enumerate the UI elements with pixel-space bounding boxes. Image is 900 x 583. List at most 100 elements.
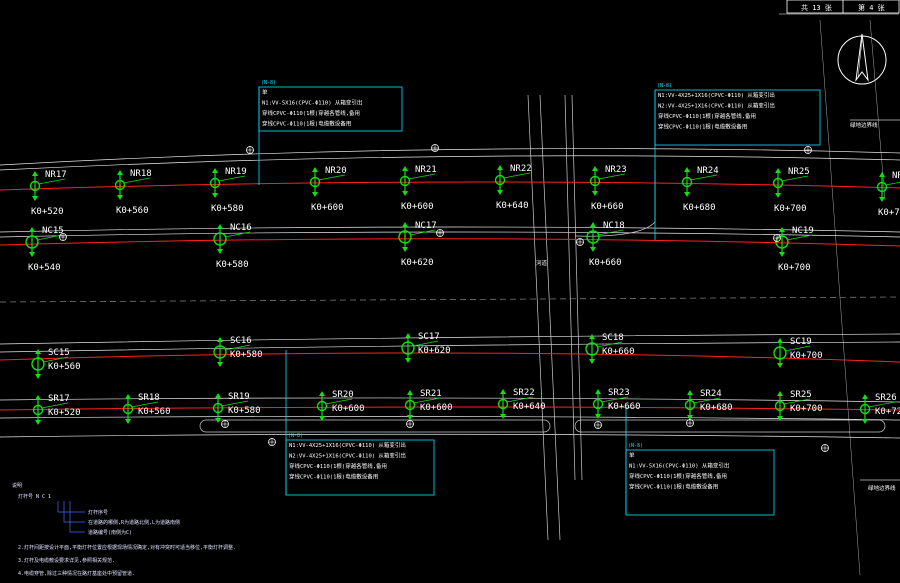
lamp-km: K0+680 [683,203,716,213]
manhole-icon [431,144,439,152]
lamp-id: NR25 [788,167,810,177]
arrow-up-icon [497,165,503,170]
lamp-circle-icon [775,235,789,249]
leader-line [868,401,896,408]
arrow-down-icon [29,252,35,257]
arrow-up-icon [592,166,598,171]
lamp-id: SR25 [790,390,812,400]
lamp-circle-icon [684,399,696,411]
leader-line [601,396,629,403]
lamp-circle-icon [592,398,604,410]
arrow-down-icon [777,363,783,368]
arrow-up-icon [312,167,318,172]
lamp-circle-icon [876,181,888,193]
manhole-icon [576,238,584,246]
lamp-km: K0+600 [332,404,365,414]
lamp-km: K0+680 [700,403,733,413]
lamp-km: K0+600 [401,202,434,212]
arrow-up-icon [402,222,408,227]
legend-symbol: 灯杆号 N C 1 [18,493,51,500]
lamp-id: SC15 [48,348,70,358]
arrow-down-icon [407,415,413,420]
callout-line: 穿线CPVC-Φ110(1根)穿越各管线,备用 [629,472,727,480]
callout-frames [258,86,821,516]
arrow-up-icon [775,168,781,173]
arrow-up-icon [589,334,595,339]
arrow-down-icon [592,191,598,196]
leader-line [38,178,66,185]
arrow-down-icon [595,414,601,419]
lamp-circle-icon [213,345,227,359]
lamp-km: K0+520 [31,207,64,217]
callout-line: 单 [629,451,635,459]
leader-line [885,181,900,186]
lamp-id: SR19 [228,392,250,402]
legend-note: 2.灯杆间距按设计平面,平衡灯杆位置应根据现场情况确定,对有冲突时可适当移位,平… [18,544,236,551]
callout-line: 穿线CPVC-Φ110(1根)电缆敷设备用 [658,123,747,131]
lamp-km: K0+560 [48,362,81,372]
lamp-circle-icon [316,400,328,412]
leader-line [42,356,69,363]
arrow-up-icon [215,393,221,398]
arrow-up-icon [402,166,408,171]
leader-line [318,174,346,181]
leader-line [221,400,249,407]
lamp-circle-icon [212,402,224,414]
legend-entry: 道路编号(南侧为C) [88,529,132,536]
arrow-down-icon [32,196,38,201]
lamp-km: K0+560 [116,206,149,216]
leader-line [598,173,626,180]
lamp-circle-icon [309,176,321,188]
arrow-down-icon [35,374,41,379]
river-label: 河道 [536,259,548,267]
lamp-km: K0+660 [591,202,624,212]
arrow-up-icon [407,390,413,395]
lamp-id: SC19 [790,337,812,347]
arrow-down-icon [500,414,506,419]
lamp-circle-icon [32,404,44,416]
leader-line [413,397,441,404]
road-label: 绿地边界线 [868,484,896,492]
arrow-up-icon [125,394,131,399]
lamp-circle-icon [681,176,693,188]
lamp-id: SR18 [138,393,160,403]
manhole-icon [246,146,254,154]
legend-note: 3.灯杆及电缆敷设要求详见,参照相关规范. [18,557,115,564]
leader-line [36,234,63,241]
lamp-circle-icon [773,346,787,360]
lamp-circle-icon [772,177,784,189]
arrow-up-icon [590,222,596,227]
lamp-km: K0+620 [418,346,451,356]
lamp-id: NR23 [605,165,627,175]
lamp-id: NR19 [225,167,247,177]
arrow-up-icon [405,333,411,338]
arrow-down-icon [217,362,223,367]
lamp-km: K0+700 [790,351,823,361]
lamp-km: K0+580 [211,204,244,214]
callout-box: (N-8)单N1:VV-5X16(CPVC-Φ110) 从箱变引出穿线CPVC-… [261,80,362,128]
lamp-circle-icon [114,179,126,191]
leader-line [412,340,439,347]
leader-line [408,173,436,180]
lamp-km: K0+640 [496,201,529,211]
arrow-down-icon [775,193,781,198]
lamp-km: K0+560 [138,407,171,417]
arrow-up-icon [777,391,783,396]
leader-line [596,341,623,348]
arrow-up-icon [862,394,868,399]
lamp-km: K0+580 [216,260,249,270]
lamp-id: SC16 [230,336,252,346]
